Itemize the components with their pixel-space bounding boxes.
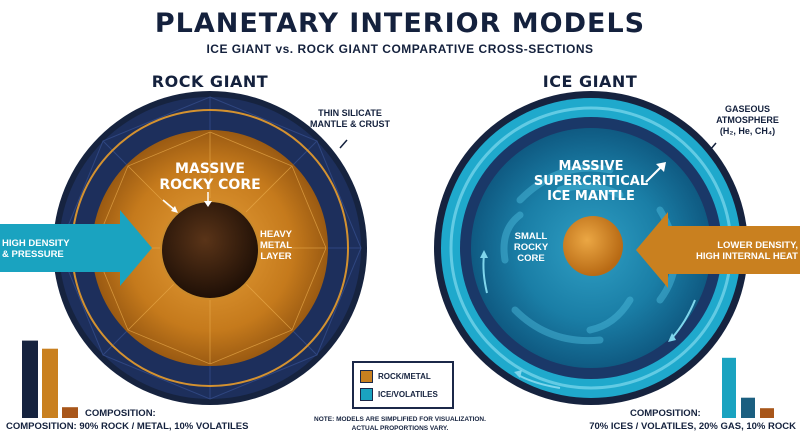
ice-composition-heading: COMPOSITION: [630,408,701,419]
rock-composition-text: COMPOSITION: 90% ROCK / METAL, 10% VOLAT… [6,421,249,432]
ice-mantle-label-line1: MASSIVE [558,159,624,174]
atmosphere-label-line2: ATMOSPHERE [716,115,779,125]
low-density-label-line2: HIGH INTERNAL HEAT [695,251,798,262]
heavy-metal-label: HEAVY METAL LAYER [251,229,301,262]
legend-label-ice: ICE/VOLATILES [378,390,438,399]
ice-composition-bar-1 [722,357,736,418]
atmosphere-label-line1: GASEOUS [724,104,770,114]
legend-item-ice: ICE/VOLATILES [360,388,438,401]
high-density-label-line2: & PRESSURE [2,249,64,260]
ice-giant-small-core [563,216,623,276]
rock-composition-heading: COMPOSITION: [85,408,156,419]
mantle-white-arrowhead [656,162,666,172]
rock-core-label: MASSIVE ROCKY CORE [135,161,285,193]
rock-composition-bars [22,340,78,418]
rock-giant-metal-layer [160,200,260,300]
rock-mantle-label-line2: MANTLE & CRUST [310,119,390,129]
mantle-pointer-line [339,139,348,149]
legend-swatch-ice [360,388,373,401]
heavy-metal-label-line3: LAYER [260,251,292,262]
low-density-arrow [636,212,800,288]
ice-composition-bar-2 [741,397,755,418]
rock-composition-bar-1 [22,340,38,418]
core-pointer-arrowhead-top [204,201,212,207]
atmosphere-label-line3: (H₂, He, CH₄) [719,126,776,136]
rock-mantle-label: THIN SILICATE MANTLE & CRUST [305,108,395,130]
page-title: PLANETARY INTERIOR MODELS [154,8,646,39]
low-density-label-line1: LOWER DENSITY, [717,240,798,251]
footnote-line2: ACTUAL PROPORTIONS VARY. [351,425,449,432]
atmosphere-label: GASEOUS ATMOSPHERE (H₂, He, CH₄) [700,104,795,137]
high-density-label-line1: HIGH DENSITY [2,238,70,249]
footnote-line1: NOTE: MODELS ARE SIMPLIFIED FOR VISUALIZ… [314,416,486,423]
small-core-label-line1: SMALL [514,231,548,242]
high-density-label: HIGH DENSITY & PRESSURE [2,238,102,260]
ice-mantle-label-line2: SUPERCRITICAL [533,174,649,189]
heavy-metal-label-line1: HEAVY [259,229,293,240]
high-density-arrow [0,210,152,286]
small-core-label-line3: CORE [517,253,545,264]
flow-arrowhead-bottom [514,370,522,378]
rock-giant-diagram [0,91,367,405]
ice-mantle-label-line3: ICE MANTLE [547,189,635,204]
heavy-metal-label-line2: METAL [259,240,292,251]
rock-giant-heading: ROCK GIANT [151,72,269,91]
small-core-label-line2: ROCKY [513,242,549,253]
legend-swatch-rock [360,370,373,383]
ice-giant-heading: ICE GIANT [542,72,638,91]
ice-giant-diagram [434,91,800,405]
rock-composition-bar-2 [42,348,58,418]
ice-giant-swirls [500,164,679,345]
rock-giant-mantle-facets [58,96,362,400]
ice-mantle-label: MASSIVE SUPERCRITICAL ICE MANTLE [511,159,671,204]
rock-mantle-label-line1: THIN SILICATE [318,108,382,118]
page-subtitle: ICE GIANT vs. ROCK GIANT COMPARATIVE CRO… [206,42,594,56]
rock-core-label-line1: MASSIVE [175,161,245,177]
ice-composition-text: 70% ICES / VOLATILES, 20% GAS, 10% ROCK [589,421,796,432]
small-core-label: SMALL ROCKY CORE [506,231,556,264]
rock-composition-bar-3 [62,407,78,418]
rock-core-label-line2: ROCKY CORE [159,177,261,193]
legend: ROCK/METAL ICE/VOLATILES [352,361,454,409]
atmosphere-pointer-line [709,142,717,151]
flow-arrowhead-right [668,333,676,342]
core-pointer-arrowhead-left [171,206,178,213]
ice-composition-bar-3 [760,408,774,418]
low-density-label: LOWER DENSITY, HIGH INTERNAL HEAT [674,240,798,262]
flow-arrowhead-left [480,250,488,258]
legend-label-rock: ROCK/METAL [378,372,431,381]
legend-item-rock: ROCK/METAL [360,370,431,383]
mantle-white-arrow [645,165,663,183]
footnote: NOTE: MODELS ARE SIMPLIFIED FOR VISUALIZ… [300,415,500,433]
ice-composition-bars [722,357,774,418]
